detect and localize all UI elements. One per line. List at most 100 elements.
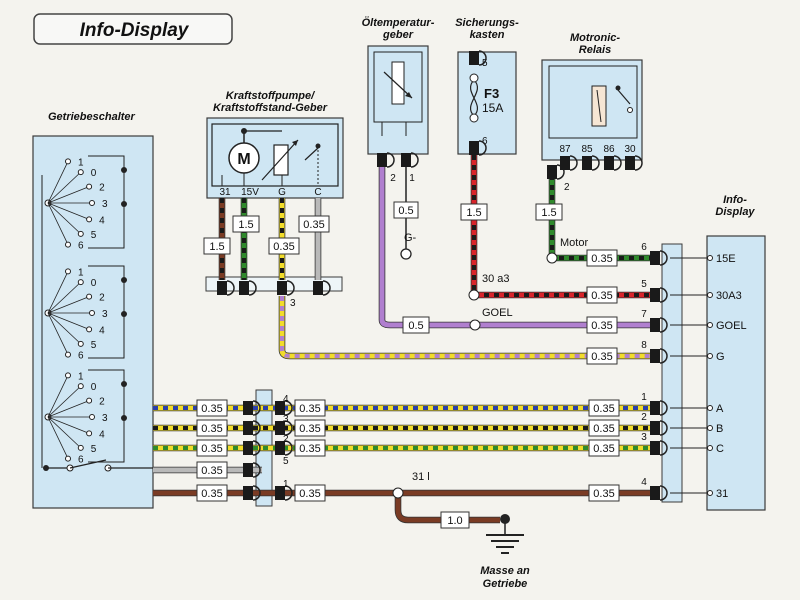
plug-pump-31 — [217, 281, 227, 295]
display-terminal-0 — [707, 255, 713, 261]
plug-mid-1-cup — [284, 420, 293, 436]
gearbox-node — [121, 277, 127, 283]
plug-left-4 — [243, 486, 253, 500]
plug-mid-2-cup — [284, 440, 293, 456]
oil-temp-label-1: Öltemperatur- — [362, 16, 435, 29]
fuse-box-label-2: kasten — [470, 29, 505, 41]
gearbox-position-label: 4 — [99, 215, 105, 226]
size-oil: 0.5 — [398, 205, 413, 217]
gearbox-fan-line — [47, 385, 82, 418]
plug-pump-15v — [239, 281, 249, 295]
plug-display-6 — [650, 441, 660, 455]
gearbox-position-label: 5 — [91, 230, 97, 241]
plug-relay-3-cup — [634, 155, 643, 171]
gearbox-node — [121, 201, 127, 207]
display-terminal-4 — [707, 405, 713, 411]
relay-label-2: Relais — [579, 44, 611, 56]
plug-display-4 — [650, 401, 660, 415]
plug-relay-0 — [560, 156, 570, 170]
size-right-3: 0.35 — [593, 488, 614, 500]
size-right-1: 0.35 — [593, 423, 614, 435]
size-right-0: 0.35 — [593, 403, 614, 415]
plug-display-5-cup — [659, 420, 668, 436]
display-terminal-6 — [707, 445, 713, 451]
pump-pin-g: G — [278, 187, 286, 198]
fuel-pump-sender: M — [206, 117, 344, 199]
thermistor-icon — [391, 61, 405, 105]
pump-pin-31: 31 — [219, 187, 231, 198]
plug-relay-1-cup — [591, 155, 600, 171]
display-pin-num-3: 8 — [641, 340, 647, 351]
size-right-2-box — [588, 439, 620, 457]
plug-relay-2 — [604, 156, 614, 170]
size-pump-2: 0.35 — [273, 241, 294, 253]
gearbox-position-label: 1 — [78, 371, 84, 382]
display-pin-num-5: 2 — [641, 412, 647, 423]
size-mid-0: 0.35 — [299, 403, 320, 415]
size-right-0-box — [588, 399, 620, 417]
size-display-3-box — [586, 347, 618, 365]
size-goel: 0.5 — [408, 320, 423, 332]
gearbox-fan-line — [47, 202, 90, 220]
gearbox-switch-label: Getriebeschalter — [48, 111, 136, 123]
gminus-terminal — [400, 248, 412, 260]
plug-fuse-cup — [478, 140, 487, 156]
oil-pin-1: 1 — [409, 173, 415, 184]
size-right-1-box — [588, 419, 620, 437]
wire-goel — [379, 165, 650, 328]
fuse-pin-in: 5 — [482, 58, 488, 69]
relay-pin-86: 86 — [603, 144, 615, 155]
size-mid-1: 0.35 — [299, 423, 320, 435]
plug-display-2 — [650, 318, 660, 332]
potentiometer-icon — [273, 144, 289, 176]
ground-label-1: Masse an — [480, 565, 530, 577]
net-30a3: 30 a3 — [482, 273, 510, 285]
gearbox-fan-line — [47, 312, 69, 355]
display-terminal-3 — [707, 353, 713, 359]
net-motor: Motor — [560, 237, 588, 249]
fuse-name: F3 — [484, 86, 499, 101]
plug-relay-2-cup — [613, 155, 622, 171]
gearbox-node — [121, 167, 127, 173]
gearbox-contact — [65, 158, 71, 165]
plug-display-3 — [650, 349, 660, 363]
gearbox-position-label: 0 — [91, 382, 97, 393]
display-connector — [661, 243, 683, 503]
size-mid-3: 0.35 — [299, 488, 320, 500]
fuse-pin-out: 6 — [482, 136, 488, 147]
plug-oil-1-cup — [410, 152, 419, 168]
size-ground: 1.0 — [447, 515, 462, 527]
size-left-1: 0.35 — [201, 423, 222, 435]
plug-left-2 — [243, 441, 253, 455]
gearbox-fan-line — [47, 416, 82, 449]
pump-pin-c: C — [314, 187, 321, 198]
relay-pin-87: 87 — [559, 144, 571, 155]
gearbox-fan-line — [47, 202, 82, 235]
size-left-0-box — [196, 399, 228, 417]
gearbox-position-label: 4 — [99, 429, 105, 440]
gearbox-position-label: 6 — [78, 455, 84, 466]
display-pin-num-2: 7 — [641, 309, 647, 320]
size-mid-2-box — [294, 439, 326, 457]
gearbox-contact — [77, 169, 84, 176]
gearbox-contact — [65, 241, 71, 248]
size-mid-1-box — [294, 419, 326, 437]
plug-fuse — [469, 141, 479, 155]
size-ground-box — [440, 511, 470, 529]
plug-left-1 — [243, 421, 253, 435]
pump-pin-15v: 15V — [241, 187, 259, 198]
size-mid-0-box — [294, 399, 326, 417]
gearbox-fan-line — [47, 296, 90, 314]
plug-left-3 — [243, 463, 253, 477]
gearbox-contact — [86, 293, 93, 300]
size-right-2: 0.35 — [593, 443, 614, 455]
wire-g-stripe — [280, 296, 650, 358]
gearbox-contact — [77, 230, 84, 237]
ground-label-2: Getriebe — [483, 578, 528, 590]
size-display-0: 0.35 — [591, 253, 612, 265]
size-left-1-box — [196, 419, 228, 437]
display-terminal-5 — [707, 425, 713, 431]
gearbox-fan-line — [47, 281, 82, 314]
